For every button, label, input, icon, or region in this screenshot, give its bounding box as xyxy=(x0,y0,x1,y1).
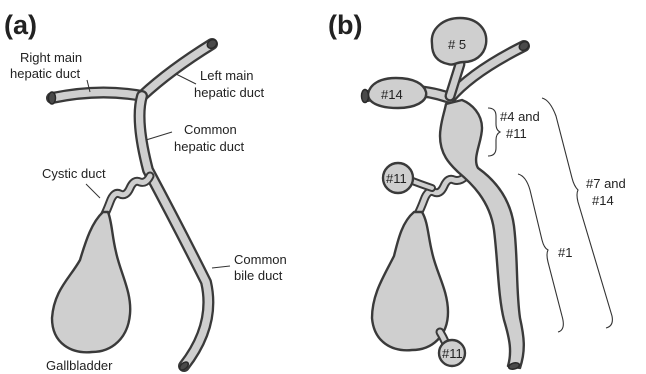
panel-a: (a) Right main hepatic duct Left main he… xyxy=(4,10,287,373)
panel-b-duct-tree xyxy=(362,18,531,370)
b-label-cyst-11-cystic: #11 xyxy=(386,171,407,186)
b-label-brace-7-14-line2: #14 xyxy=(592,193,614,208)
leader-left-hepatic xyxy=(176,74,196,84)
label-left-main-hepatic-1: Left main xyxy=(200,68,253,83)
label-common-bile-1: Common xyxy=(234,252,287,267)
right-hepatic-duct-end xyxy=(49,92,56,104)
brace-common-bile xyxy=(518,174,563,332)
leader-common-hepatic xyxy=(146,132,172,140)
b-label-cyst-14: #14 xyxy=(381,87,403,102)
panel-a-label: (a) xyxy=(4,10,37,40)
leader-common-bile xyxy=(212,266,230,268)
label-common-bile-2: bile duct xyxy=(234,268,283,283)
leader-cystic xyxy=(86,184,100,198)
label-right-main-hepatic-1: Right main xyxy=(20,50,82,65)
label-left-main-hepatic-2: hepatic duct xyxy=(194,85,264,100)
b-label-brace-4-11-line2: #11 xyxy=(506,126,527,141)
label-gallbladder: Gallbladder xyxy=(46,358,113,373)
b-label-brace-1: #1 xyxy=(558,245,572,260)
panel-b: (b) xyxy=(328,10,626,370)
label-common-hepatic-2: hepatic duct xyxy=(174,139,244,154)
b-right-hepatic-duct-end xyxy=(362,90,369,103)
brace-whole-tree xyxy=(542,98,612,328)
b-label-brace-4-11-line1: #4 and xyxy=(500,109,540,124)
gallbladder-shape xyxy=(52,212,130,352)
label-cystic-duct: Cystic duct xyxy=(42,166,106,181)
brace-common-hepatic xyxy=(488,108,500,156)
b-label-cyst-11-gb: #11 xyxy=(442,346,463,361)
b-label-brace-7-14-line1: #7 and xyxy=(586,176,626,191)
panel-b-label: (b) xyxy=(328,10,362,40)
label-common-hepatic-1: Common xyxy=(184,122,237,137)
b-label-cyst-5: # 5 xyxy=(448,37,466,52)
label-right-main-hepatic-2: hepatic duct xyxy=(10,66,80,81)
